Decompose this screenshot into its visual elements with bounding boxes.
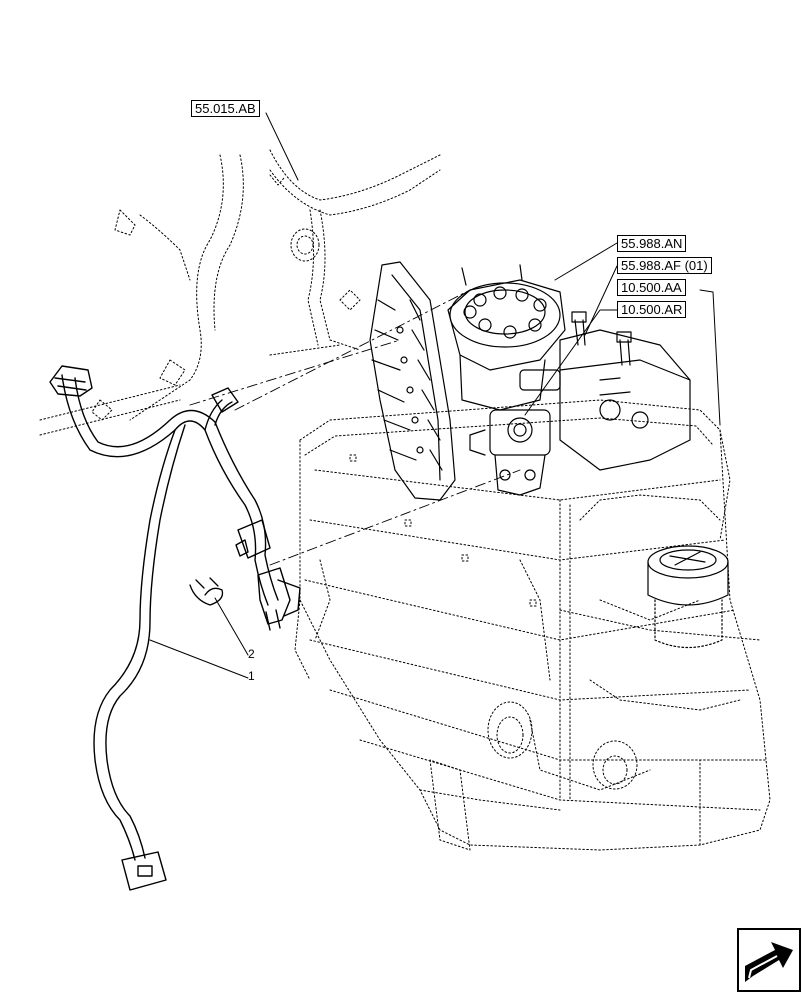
callout-item-2: 2 (248, 647, 255, 661)
reference-label-55-988-an[interactable]: 55.988.AN (617, 235, 687, 252)
solenoid-valve-assembly (469, 311, 691, 496)
reference-label-55-988-af[interactable]: 55.988.AF (01) (617, 257, 712, 274)
control-valve-block (369, 261, 566, 501)
reference-label-10-500-ar[interactable]: 10.500.AR (617, 301, 687, 318)
callout-item-1: 1 (248, 669, 255, 683)
clip-item-2 (189, 577, 224, 606)
reference-label-10-500-aa[interactable]: 10.500.AA (617, 279, 686, 296)
tank-housing-outline (294, 399, 771, 851)
harness-item-1 (49, 365, 301, 891)
leader-lines (149, 112, 721, 679)
next-page-arrow-icon[interactable] (737, 928, 801, 992)
reference-label-55-015-ab[interactable]: 55.015.AB (191, 100, 260, 117)
upper-harness-outline (39, 149, 441, 436)
alignment-lines (189, 289, 521, 566)
filler-cap (647, 545, 729, 649)
